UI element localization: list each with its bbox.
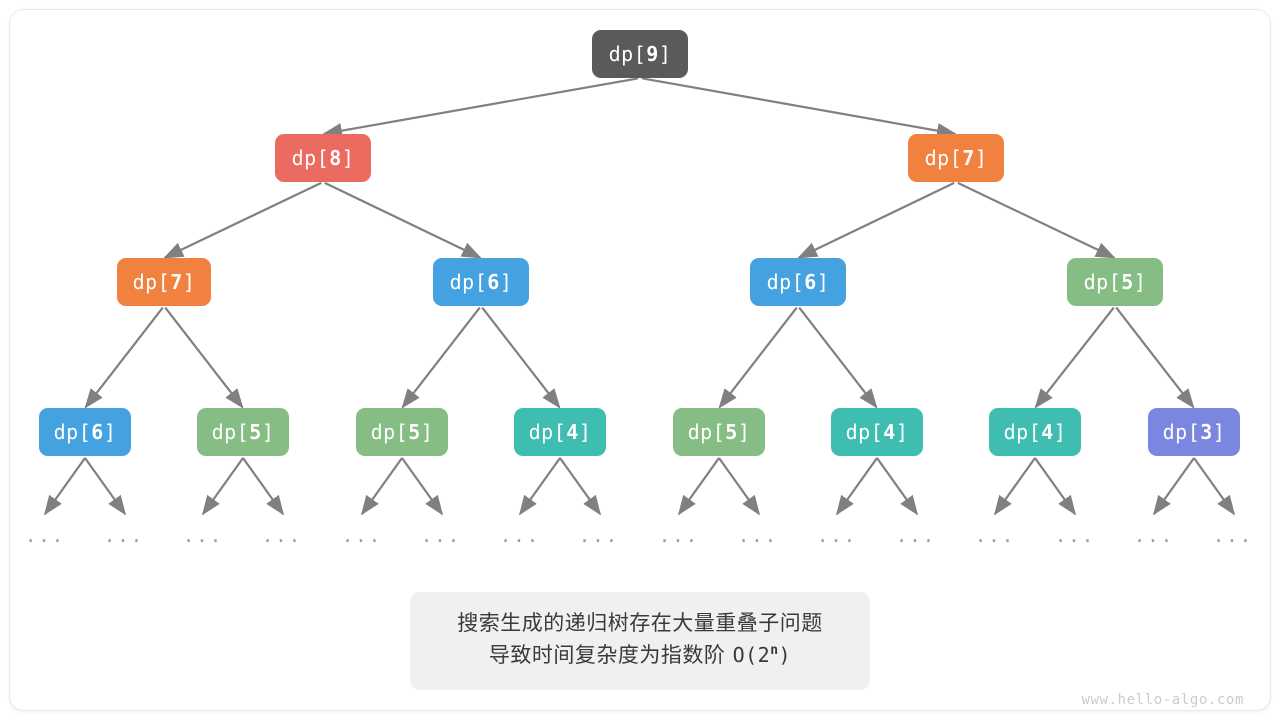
node-label-suffix: ] bbox=[895, 420, 909, 444]
node-value: 4 bbox=[566, 420, 579, 444]
node-label-suffix: ] bbox=[974, 146, 988, 170]
node-value: 8 bbox=[329, 146, 342, 170]
node-value: 5 bbox=[249, 420, 262, 444]
tree-node: dp[6] bbox=[433, 258, 529, 306]
node-value: 4 bbox=[883, 420, 896, 444]
node-label-suffix: ] bbox=[103, 420, 117, 444]
node-value: 5 bbox=[1121, 270, 1134, 294]
node-label-prefix: dp[ bbox=[766, 270, 805, 294]
tree-node: dp[9] bbox=[592, 30, 688, 78]
tree-node: dp[3] bbox=[1148, 408, 1240, 456]
node-value: 5 bbox=[725, 420, 738, 444]
node-label-suffix: ] bbox=[1053, 420, 1067, 444]
ellipsis-marker: ... bbox=[974, 525, 1016, 547]
node-label-prefix: dp[ bbox=[687, 420, 726, 444]
bigo-close: ) bbox=[778, 642, 792, 667]
node-value: 4 bbox=[1041, 420, 1054, 444]
caption-line-1: 搜索生成的递归树存在大量重叠子问题 bbox=[457, 611, 823, 635]
tree-node: dp[6] bbox=[750, 258, 846, 306]
node-label-prefix: dp[ bbox=[291, 146, 330, 170]
ellipsis-marker: ... bbox=[737, 525, 779, 547]
node-label-suffix: ] bbox=[816, 270, 830, 294]
ellipsis-marker: ... bbox=[182, 525, 224, 547]
node-label-suffix: ] bbox=[737, 420, 751, 444]
caption-box: 搜索生成的递归树存在大量重叠子问题 导致时间复杂度为指数阶 O(2n) bbox=[410, 592, 870, 690]
ellipsis-marker: ... bbox=[1212, 525, 1254, 547]
tree-node: dp[5] bbox=[673, 408, 765, 456]
caption-line-2: 导致时间复杂度为指数阶 O(2n) bbox=[420, 640, 860, 672]
node-label-prefix: dp[ bbox=[1003, 420, 1042, 444]
node-label-suffix: ] bbox=[578, 420, 592, 444]
node-label-prefix: dp[ bbox=[1162, 420, 1201, 444]
tree-node: dp[5] bbox=[197, 408, 289, 456]
node-label-suffix: ] bbox=[658, 42, 672, 66]
ellipsis-marker: ... bbox=[341, 525, 383, 547]
node-label-prefix: dp[ bbox=[1083, 270, 1122, 294]
ellipsis-marker: ... bbox=[658, 525, 700, 547]
node-label-suffix: ] bbox=[182, 270, 196, 294]
node-label-prefix: dp[ bbox=[924, 146, 963, 170]
node-label-prefix: dp[ bbox=[528, 420, 567, 444]
node-label-suffix: ] bbox=[1133, 270, 1147, 294]
ellipsis-marker: ... bbox=[578, 525, 620, 547]
node-label-prefix: dp[ bbox=[845, 420, 884, 444]
node-label-prefix: dp[ bbox=[608, 42, 647, 66]
node-label-suffix: ] bbox=[499, 270, 513, 294]
ellipsis-marker: ... bbox=[816, 525, 858, 547]
ellipsis-marker: ... bbox=[103, 525, 145, 547]
ellipsis-marker: ... bbox=[420, 525, 462, 547]
tree-node: dp[5] bbox=[1067, 258, 1163, 306]
node-label-prefix: dp[ bbox=[370, 420, 409, 444]
node-label-prefix: dp[ bbox=[132, 270, 171, 294]
node-label-prefix: dp[ bbox=[53, 420, 92, 444]
node-value: 3 bbox=[1200, 420, 1213, 444]
node-value: 5 bbox=[408, 420, 421, 444]
tree-node: dp[4] bbox=[831, 408, 923, 456]
ellipsis-marker: ... bbox=[24, 525, 66, 547]
tree-node: dp[4] bbox=[514, 408, 606, 456]
node-label-suffix: ] bbox=[420, 420, 434, 444]
bigo-exponent: n bbox=[770, 642, 779, 658]
caption-line-2-text: 导致时间复杂度为指数阶 bbox=[488, 642, 733, 667]
node-value: 7 bbox=[170, 270, 183, 294]
node-label-suffix: ] bbox=[341, 146, 355, 170]
watermark: www.hello-algo.com bbox=[1081, 692, 1244, 708]
bigo-open: O(2 bbox=[732, 642, 771, 667]
tree-node: dp[8] bbox=[275, 134, 371, 182]
tree-node: dp[4] bbox=[989, 408, 1081, 456]
node-value: 7 bbox=[962, 146, 975, 170]
node-value: 6 bbox=[804, 270, 817, 294]
node-label-suffix: ] bbox=[261, 420, 275, 444]
tree-node: dp[5] bbox=[356, 408, 448, 456]
tree-node: dp[7] bbox=[117, 258, 211, 306]
ellipsis-marker: ... bbox=[1054, 525, 1096, 547]
node-value: 9 bbox=[646, 42, 659, 66]
ellipsis-marker: ... bbox=[261, 525, 303, 547]
ellipsis-marker: ... bbox=[895, 525, 937, 547]
node-label-prefix: dp[ bbox=[449, 270, 488, 294]
tree-node: dp[7] bbox=[908, 134, 1004, 182]
ellipsis-marker: ... bbox=[1133, 525, 1175, 547]
node-label-prefix: dp[ bbox=[211, 420, 250, 444]
ellipsis-marker: ... bbox=[499, 525, 541, 547]
node-label-suffix: ] bbox=[1212, 420, 1226, 444]
tree-node: dp[6] bbox=[39, 408, 131, 456]
node-value: 6 bbox=[91, 420, 104, 444]
node-value: 6 bbox=[487, 270, 500, 294]
